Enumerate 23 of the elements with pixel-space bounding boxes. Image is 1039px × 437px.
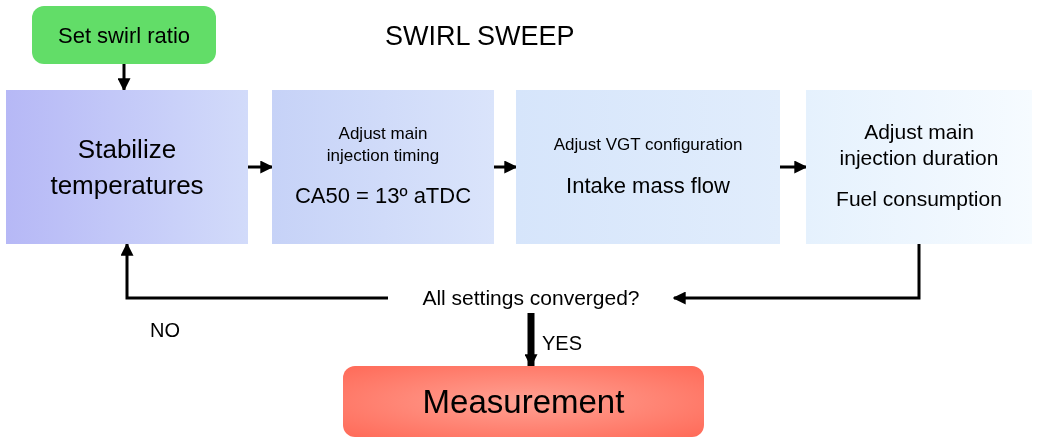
process-box (6, 90, 248, 244)
box-label: Set swirl ratio (56, 21, 191, 50)
arrow (248, 160, 274, 174)
process-box (806, 90, 1032, 244)
process-box (516, 90, 780, 244)
box-detail: CA50 = 13º aTDC (293, 181, 473, 210)
box-label: Measurement (421, 381, 626, 422)
box-label: Adjust VGT configuration (552, 133, 744, 156)
process-box (272, 90, 494, 244)
box-label: Stabilize temperatures (49, 133, 205, 202)
arrow (494, 160, 518, 174)
box-detail: Fuel consumption (835, 186, 1003, 213)
arrow (780, 160, 808, 174)
start-box (32, 6, 216, 64)
box-label: Adjust main injection timing (325, 122, 441, 167)
end-box (343, 366, 704, 437)
arrow (120, 242, 388, 300)
box-label: Adjust main injection duration (838, 119, 1000, 172)
arrow (672, 244, 921, 305)
diagram-title: SWIRL SWEEP (385, 20, 575, 53)
box-detail: Intake mass flow (565, 172, 731, 201)
box-label: All settings converged? (421, 285, 641, 312)
arrow (117, 64, 131, 92)
